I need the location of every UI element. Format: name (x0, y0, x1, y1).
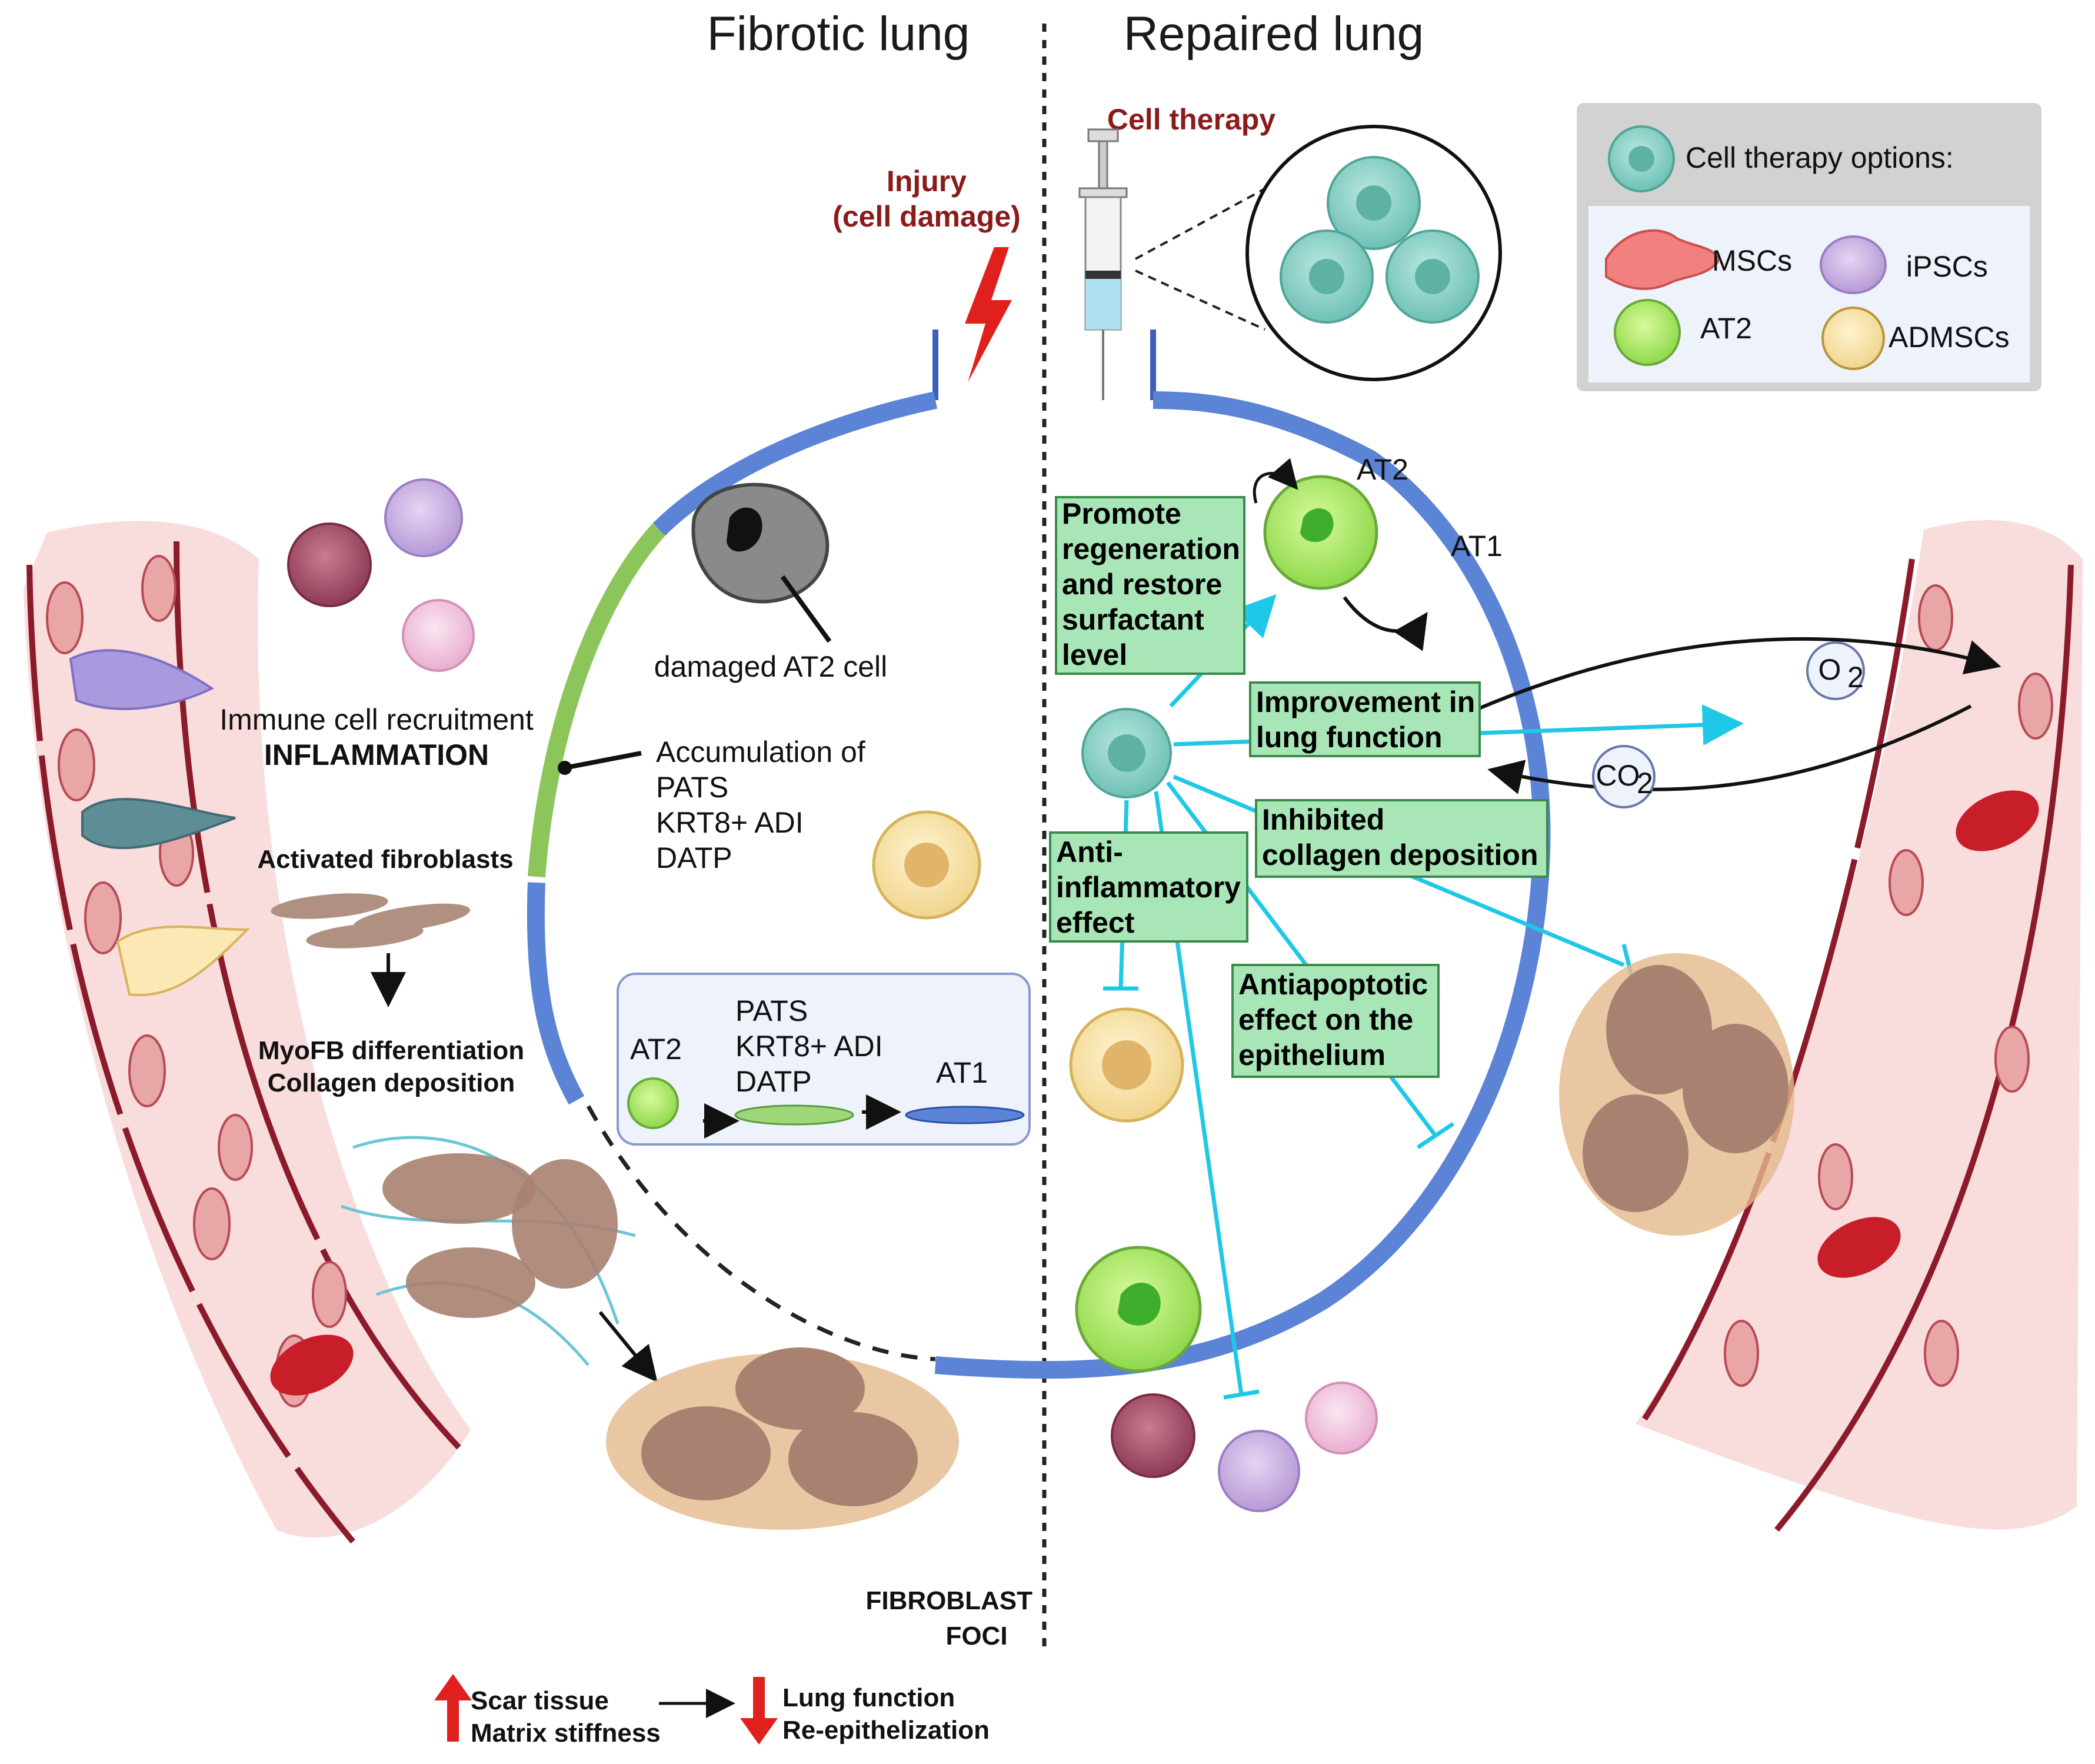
svg-text:Improvement in: Improvement in (1256, 685, 1475, 718)
inset-datp: DATP (735, 1065, 812, 1098)
re-epithelization-label: Re-epithelization (782, 1716, 990, 1745)
svg-text:collagen deposition: collagen deposition (1262, 838, 1538, 871)
svg-text:Antiapoptotic: Antiapoptotic (1238, 968, 1428, 1001)
syringe-icon (1078, 128, 1128, 400)
option-mscs: MSCs (1712, 244, 1792, 277)
lung-function-label: Lung function (782, 1683, 955, 1712)
ipsc-icon (1820, 235, 1887, 294)
injury-sublabel: (cell damage) (832, 200, 1021, 233)
right-fibroblast-foci-icon (1559, 953, 1794, 1236)
scar-tissue-label: Scar tissue (471, 1686, 609, 1715)
cell-therapy-label: Cell therapy (1107, 103, 1275, 136)
effect-box-lung-function: Improvement in lung function (1249, 681, 1481, 757)
inset-at1-label: AT1 (936, 1056, 988, 1089)
accumulation-pats: PATS (656, 771, 728, 804)
matrix-stiffness-label: Matrix stiffness (471, 1719, 661, 1748)
admsc-icon (1821, 307, 1885, 370)
msc-icon (1605, 229, 1720, 290)
svg-text:Promote: Promote (1062, 497, 1181, 530)
svg-text:regeneration: regeneration (1062, 532, 1240, 565)
myofibroblast-collagen-icon (341, 1136, 636, 1366)
co2-bubble (1592, 745, 1656, 808)
red-blood-cell (1956, 790, 2039, 851)
left-blood-vessel (24, 521, 471, 1544)
co2-label: CO (1596, 759, 1640, 792)
damaged-at2-cell-icon (691, 482, 830, 604)
svg-text:surfactant: surfactant (1062, 603, 1204, 636)
right-blood-vessel (1636, 520, 2083, 1532)
svg-text:epithelium: epithelium (1238, 1039, 1385, 1071)
option-admscs: ADMSCs (1889, 321, 2010, 354)
inset-at1-icon (905, 1106, 1025, 1124)
o2-label: O (1818, 653, 1841, 686)
inset-at2-label: AT2 (630, 1033, 682, 1066)
collagen-deposition-label: Collagen deposition (268, 1069, 515, 1097)
effect-box-collagen: Inhibited collagen deposition (1255, 799, 1548, 878)
at1-label: AT1 (1451, 530, 1503, 563)
fibroblast-foci-label-2: FOCI (945, 1622, 1007, 1650)
differentiation-inset (617, 973, 1031, 1146)
o2-subscript: 2 (1847, 661, 1864, 694)
svg-text:effect: effect (1056, 906, 1135, 939)
title-fibrotic-lung: Fibrotic lung (707, 7, 970, 61)
svg-text:level: level (1062, 638, 1127, 671)
lightning-bolt-icon (965, 247, 1012, 382)
option-at2: AT2 (1700, 312, 1752, 345)
inflammation-label: INFLAMMATION (264, 738, 489, 771)
cell-therapy-options-panel: Cell therapy options: MSCs iPSCs AT2 ADM… (1577, 103, 2041, 391)
inset-pats: PATS (735, 994, 808, 1027)
inset-at2-icon (627, 1077, 679, 1129)
injury-label: Injury (887, 165, 967, 198)
immune-cells-top-left (287, 478, 475, 672)
fibroblast-foci-label: FIBROBLAST (865, 1586, 1032, 1615)
fibroblast-icons (271, 893, 471, 948)
at2-label: AT2 (1357, 453, 1408, 486)
at2-option-icon (1614, 299, 1681, 366)
therapy-cells-zoom (1245, 125, 1502, 381)
down-arrow-icon (740, 1677, 778, 1745)
up-arrow-icon (434, 1674, 472, 1742)
inset-datp-icon (734, 1104, 854, 1126)
svg-text:lung function: lung function (1256, 721, 1443, 754)
svg-text:and restore: and restore (1062, 568, 1222, 601)
effect-box-anti-inflammatory: Anti- inflammatory effect (1049, 831, 1248, 943)
o2-bubble (1806, 641, 1865, 700)
options-title: Cell therapy options: (1686, 141, 1954, 174)
inset-krt8: KRT8+ ADI (735, 1030, 883, 1063)
co2-subscript: 2 (1637, 767, 1653, 800)
immune-recruitment-label: Immune cell recruitment (219, 703, 534, 736)
fibroblast-foci-icon (606, 1347, 959, 1530)
immune-cells-bottom-right (1111, 1382, 1378, 1512)
myofb-label: MyoFB differentiation (258, 1036, 524, 1065)
alveolus-wall (527, 329, 1551, 1379)
accumulation-krt8: KRT8+ ADI (656, 806, 804, 839)
title-repaired-lung: Repaired lung (1124, 7, 1424, 61)
accumulation-datp: DATP (656, 841, 732, 874)
svg-text:Inhibited: Inhibited (1262, 803, 1384, 836)
activated-fibroblasts-label: Activated fibroblasts (257, 845, 513, 874)
svg-text:inflammatory: inflammatory (1056, 871, 1241, 904)
red-blood-cell (270, 1334, 354, 1396)
svg-text:effect on the: effect on the (1238, 1003, 1413, 1036)
option-ipscs: iPSCs (1906, 250, 1988, 283)
accumulation-label: Accumulation of (656, 735, 865, 768)
red-blood-cell (1817, 1217, 1901, 1278)
effect-box-antiapoptotic: Antiapoptotic effect on the epithelium (1231, 964, 1440, 1078)
svg-text:Anti-: Anti- (1056, 836, 1123, 868)
effect-box-regeneration: Promote regeneration and restore surfact… (1055, 496, 1245, 675)
damaged-at2-label: damaged AT2 cell (654, 650, 888, 683)
